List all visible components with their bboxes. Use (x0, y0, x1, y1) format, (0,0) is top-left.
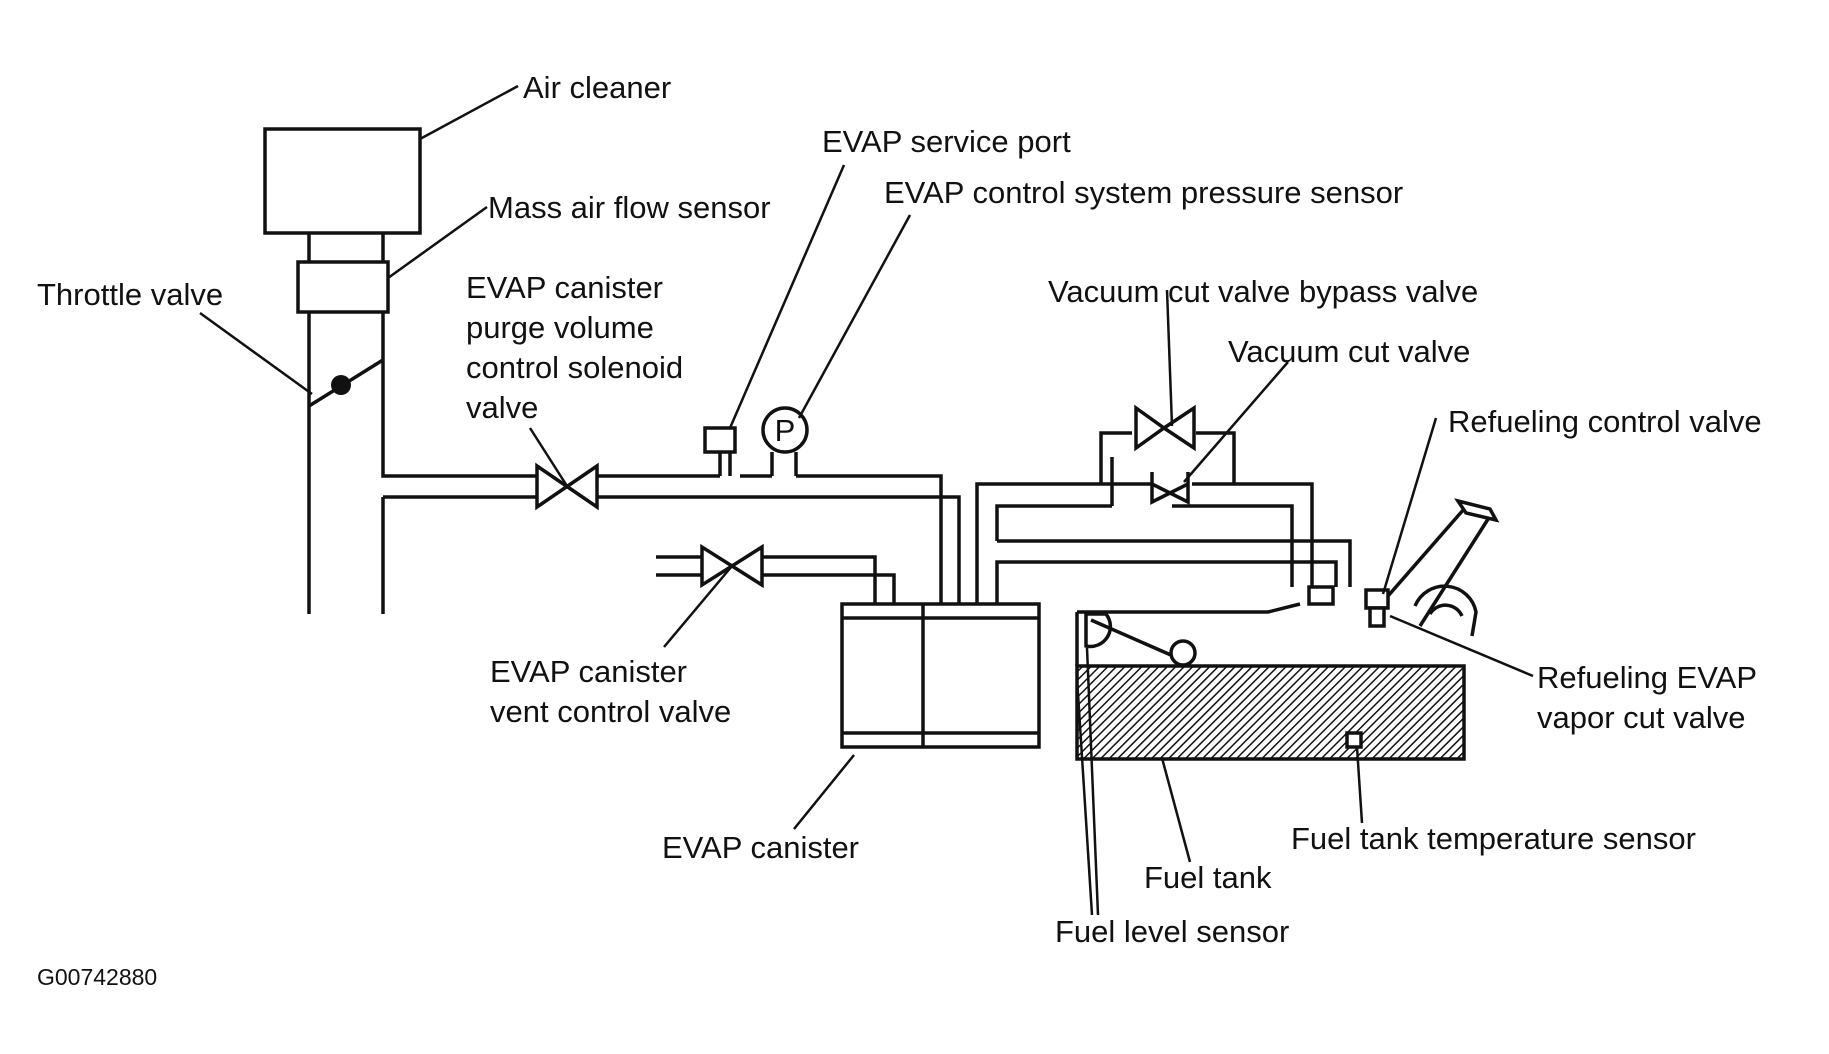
label-vent-valve-line-2: vent control valve (490, 694, 731, 729)
label-purge-valve-line-4: valve (466, 390, 538, 425)
fuel-tank-liquid (1075, 664, 1466, 761)
tank-port-block (1307, 585, 1335, 606)
label-fuel-tank: Fuel tank (1144, 860, 1272, 895)
label-fuel-level-sensor: Fuel level sensor (1055, 914, 1289, 949)
filler-neck-symbol (1386, 498, 1500, 637)
label-evap-service-port: EVAP service port (822, 124, 1071, 159)
fuel-level-sensor-symbol (1084, 612, 1113, 649)
evap-canister-symbol (840, 602, 1041, 749)
label-vent-valve-line-1: EVAP canister (490, 654, 687, 689)
throttle-body-right-wall (381, 312, 537, 614)
intake-assembly (263, 127, 537, 614)
figure-id: G00742880 (37, 964, 157, 990)
label-mass-air-flow-sensor: Mass air flow sensor (488, 190, 771, 225)
label-fuel-tank-temperature-sensor: Fuel tank temperature sensor (1291, 821, 1696, 856)
tank-vapor-lines (975, 404, 1390, 628)
label-bypass-valve: Vacuum cut valve bypass valve (1048, 274, 1478, 309)
fuel-tank-symbol (1075, 602, 1466, 761)
pressure-sensor-letter: P (775, 413, 796, 448)
purge-line: P (535, 406, 961, 604)
evap-service-port-symbol (703, 426, 737, 454)
label-purge-valve-line-2: purge volume (466, 310, 654, 345)
throttle-valve-pivot (331, 375, 351, 395)
label-throttle-valve: Throttle valve (37, 277, 223, 312)
vacuum-cut-valve-symbol (1150, 472, 1190, 505)
label-refueling-control-valve: Refueling control valve (1448, 404, 1762, 439)
pressure-sensor-symbol (761, 406, 809, 454)
label-refueling-vapor-cut-line-1: Refueling EVAP (1537, 660, 1757, 695)
label-evap-canister: EVAP canister (662, 830, 859, 865)
bypass-valve-symbol (1134, 404, 1196, 452)
label-air-cleaner: Air cleaner (523, 70, 671, 105)
label-purge-valve-line-1: EVAP canister (466, 270, 663, 305)
label-pressure-sensor: EVAP control system pressure sensor (884, 175, 1403, 210)
leader-lines (199, 84, 1534, 916)
label-refueling-vapor-cut-line-2: vapor cut valve (1537, 700, 1746, 735)
purge-valve-symbol (535, 462, 599, 511)
refueling-evap-vapor-cut-valve-symbol (1364, 588, 1390, 610)
fuel-level-float (1169, 639, 1197, 667)
mass-air-flow-sensor-box (296, 260, 390, 314)
label-purge-valve-line-3: control solenoid (466, 350, 683, 385)
vent-line (656, 543, 896, 608)
label-vacuum-cut-valve: Vacuum cut valve (1228, 334, 1470, 369)
fuel-tank-temperature-sensor-symbol (1345, 731, 1363, 749)
air-cleaner-box (263, 127, 422, 235)
